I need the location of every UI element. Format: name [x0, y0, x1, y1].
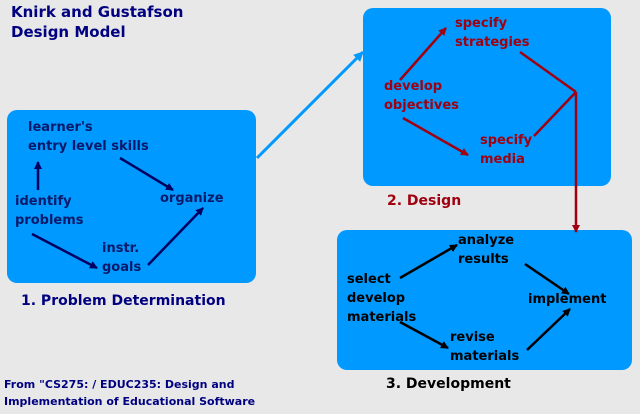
node-analyze-results: analyze results: [458, 233, 515, 267]
arrow-media-to-merge: [533, 91, 577, 137]
arrow-objectives-to-media: [402, 116, 469, 157]
arrow-strategies-to-merge: [519, 50, 577, 94]
node-instr-goals: instr. goals: [102, 241, 142, 275]
arrow-problem-to-design: [255, 50, 365, 160]
node-select-develop-materials: select develop materials: [347, 272, 417, 325]
arrow-goals-to-organize: [147, 207, 204, 266]
arrow-select-to-analyze: [399, 243, 458, 280]
arrow-select-to-revise: [399, 320, 449, 350]
development-box: [337, 230, 632, 370]
caption-development: 3. Development: [386, 376, 511, 392]
caption-design: 2. Design: [387, 193, 462, 209]
source-footer: From "CS275: / EDUC235: Design and Imple…: [4, 378, 256, 408]
arrow-analyze-to-implement: [524, 262, 570, 296]
arrow-learners-to-organize: [119, 156, 174, 192]
node-implement: implement: [528, 292, 607, 307]
arrow-identify-to-goals: [31, 232, 98, 270]
caption-problem-determination: 1. Problem Determination: [21, 293, 226, 309]
node-identify-problems: identify problems: [15, 194, 84, 228]
arrow-revise-to-implement: [526, 308, 571, 351]
node-organize: organize: [160, 191, 224, 206]
problem-determination-box: [7, 110, 256, 283]
node-learners-entry-skills: learner's entry level skills: [28, 120, 149, 154]
node-specify-media: specify media: [480, 133, 533, 167]
node-revise-materials: revise materials: [450, 330, 520, 364]
arrow-objectives-to-strategies: [399, 27, 447, 81]
diagram-title: Knirk and Gustafson Design Model: [11, 3, 184, 41]
node-develop-objectives: develop objectives: [384, 79, 459, 113]
node-specify-strategies: specify strategies: [455, 16, 530, 50]
